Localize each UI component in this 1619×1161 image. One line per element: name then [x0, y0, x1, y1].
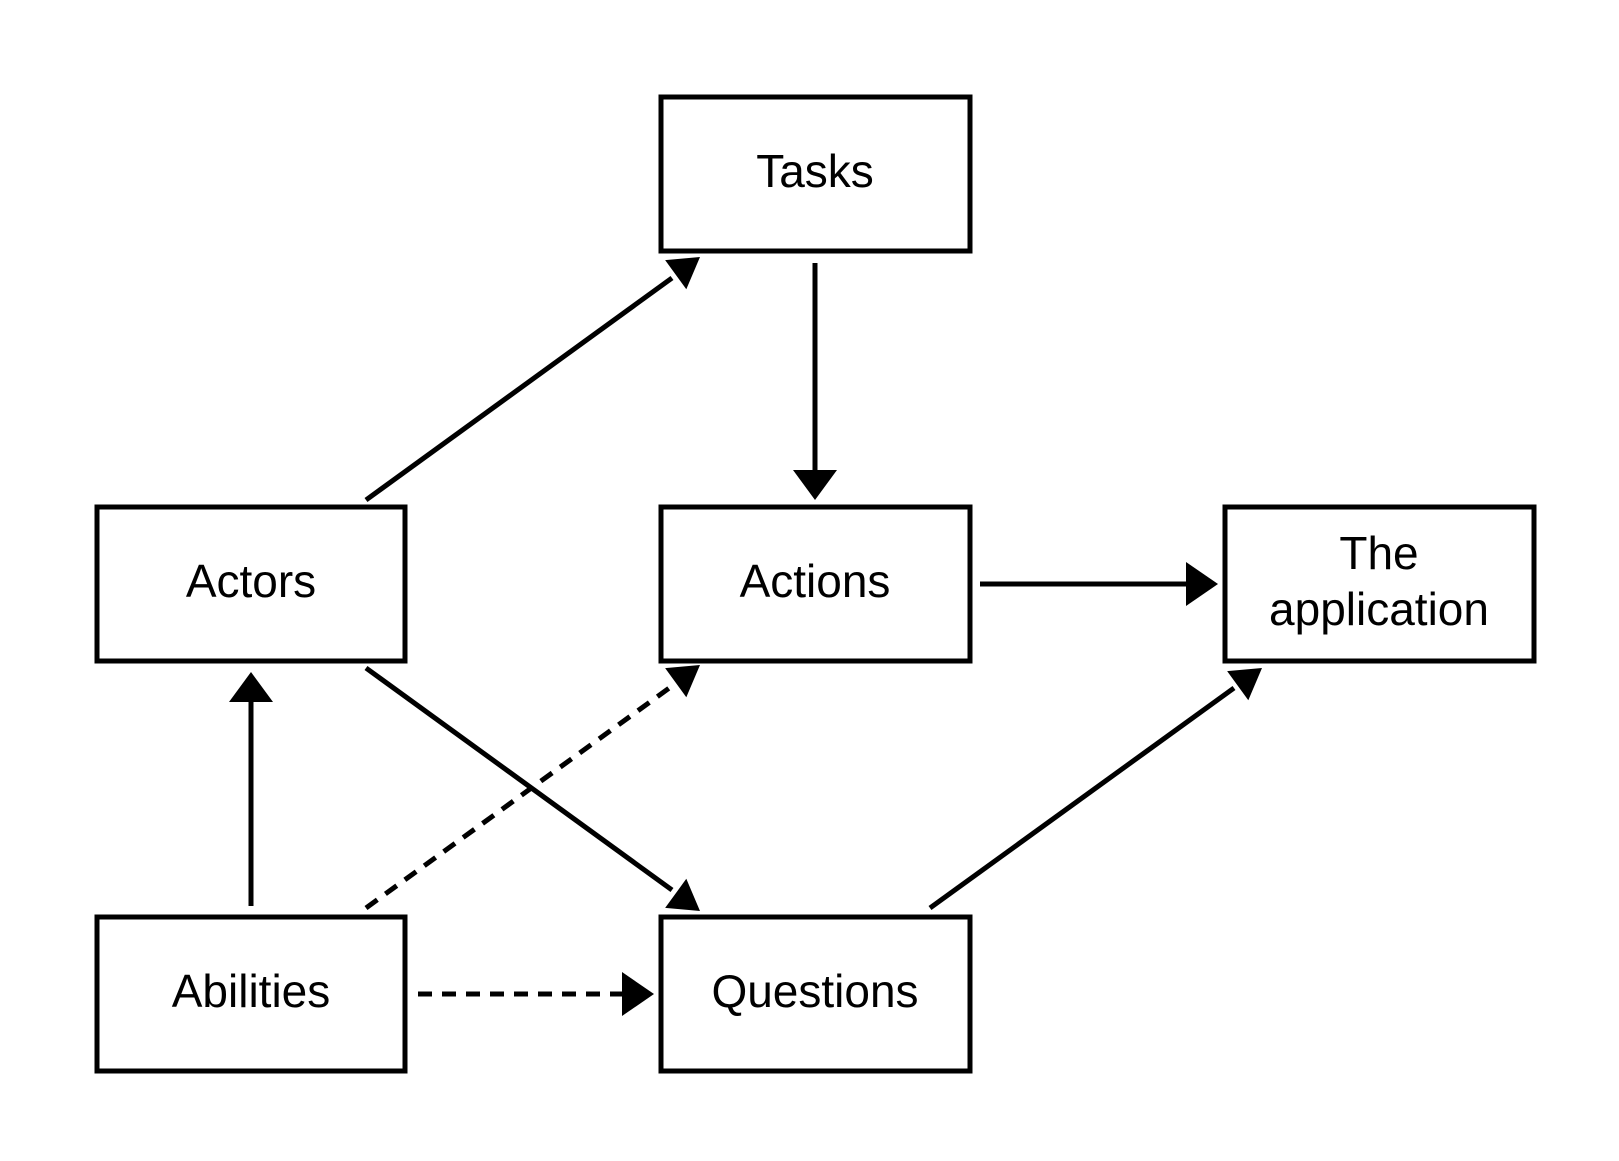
- node-actors-box: [94, 504, 408, 664]
- arrowhead-abilities-to-actors: [229, 672, 273, 702]
- arrowhead-questions-to-application: [1227, 668, 1262, 701]
- node-application: The application: [1222, 504, 1537, 664]
- edge-actors-to-tasks: [364, 275, 674, 503]
- node-application-label-line1: The: [1339, 527, 1418, 579]
- node-abilities-label: Abilities: [172, 965, 331, 1017]
- node-questions-box: [658, 914, 973, 1074]
- node-actions-box: [658, 504, 973, 664]
- node-application-label-line2: application: [1269, 583, 1489, 635]
- edges: [229, 257, 1262, 1016]
- node-actors-label: Actors: [186, 555, 316, 607]
- arrowhead-actors-to-tasks: [665, 257, 700, 290]
- arrowhead-tasks-to-actions: [793, 470, 837, 500]
- node-abilities: Abilities: [94, 914, 408, 1074]
- node-application-box: [1222, 504, 1537, 664]
- nodes: Tasks Actors Actions The application Abi…: [94, 94, 1537, 1074]
- edge-questions-to-application: [928, 685, 1236, 911]
- node-questions-label: Questions: [711, 965, 918, 1017]
- node-tasks: Tasks: [658, 94, 973, 254]
- node-tasks-label: Tasks: [756, 145, 874, 197]
- node-actions: Actions: [658, 504, 973, 664]
- edge-actors-to-questions: [364, 665, 674, 893]
- edge-abilities-to-actions: [364, 683, 674, 911]
- arrowhead-actors-to-questions: [665, 878, 700, 911]
- node-tasks-box: [658, 94, 973, 254]
- node-actors: Actors: [94, 504, 408, 664]
- node-abilities-box: [94, 914, 408, 1074]
- arrowhead-abilities-to-questions: [622, 972, 654, 1016]
- arrowhead-abilities-to-actions: [665, 665, 700, 698]
- node-actions-label: Actions: [740, 555, 891, 607]
- node-questions: Questions: [658, 914, 973, 1074]
- arrowhead-actions-to-application: [1186, 562, 1218, 606]
